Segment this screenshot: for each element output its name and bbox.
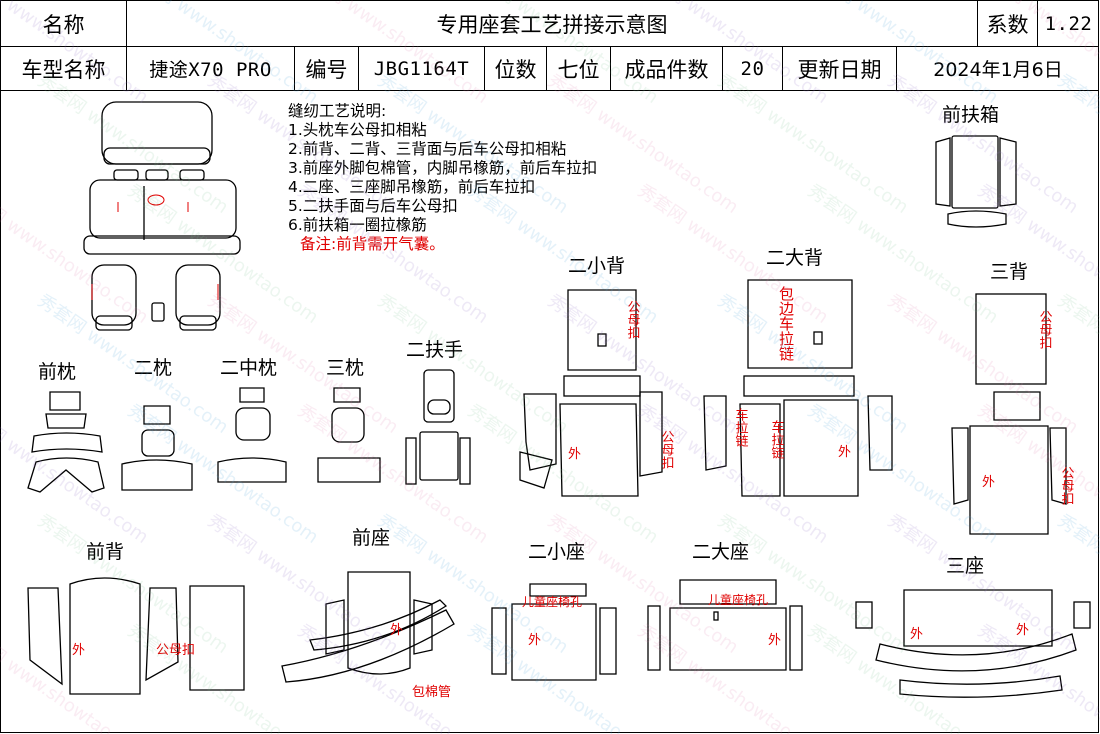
outside-mark: 外 <box>72 643 85 658</box>
code-label: 编号 <box>295 47 359 91</box>
seats-value: 七位 <box>547 47 611 91</box>
second-big-back-pattern <box>703 279 893 497</box>
date-label: 更新日期 <box>783 47 897 91</box>
part-label-second-mid-pillow: 二中枕 <box>220 357 277 379</box>
notes-remark: 备注:前背需开气囊。 <box>300 235 445 253</box>
date-value: 2024年1月6日 <box>897 47 1099 91</box>
part-label-second-big-back: 二大背 <box>766 247 823 269</box>
third-seat-pattern <box>855 589 1091 698</box>
part-label-second-small-back: 二小背 <box>568 255 625 277</box>
second-mid-pillow-pattern <box>217 387 287 483</box>
model-value: 捷途X70 PRO <box>127 47 295 91</box>
snap-mark-vertical: 公母扣 <box>1059 466 1075 505</box>
second-armrest-pattern <box>405 369 471 485</box>
snap-mark: 公母扣 <box>156 643 195 658</box>
part-label-second-pillow: 二枕 <box>134 357 172 379</box>
edge-zip-mark: 包边车拉链 <box>777 286 795 361</box>
outside-mark: 外 <box>568 447 581 462</box>
part-label-third-pillow: 三枕 <box>326 357 364 379</box>
seat-overview-diagram <box>83 101 241 331</box>
note-item: 2.前背、二背、三背面与后车公母扣相粘 <box>288 140 567 158</box>
second-small-back-pattern <box>519 289 663 497</box>
front-back-pattern <box>27 577 245 695</box>
snap-mark-vertical: 公母扣 <box>625 300 641 339</box>
outside-mark: 外 <box>1016 623 1029 638</box>
sewing-notes: 缝纫工艺说明: 1.头枕车公母扣相粘 2.前背、二背、三背面与后车公母扣相粘 3… <box>288 102 597 254</box>
coef-label: 系数 <box>978 1 1038 47</box>
part-label-front-back: 前背 <box>86 541 124 563</box>
part-label-third-back: 三背 <box>990 261 1028 283</box>
front-seat-pattern <box>281 571 455 683</box>
snap-mark-vertical: 公母扣 <box>659 430 675 469</box>
part-label-second-big-seat: 二大座 <box>692 541 749 563</box>
outside-mark: 外 <box>390 623 403 638</box>
pieces-label: 成品件数 <box>611 47 723 91</box>
note-item: 6.前扶箱一圈拉橡筋 <box>288 216 427 234</box>
note-item: 3.前座外脚包棉管，内脚吊橡筋，前后车拉扣 <box>288 159 598 177</box>
child-seat-hole-mark: 儿童座椅孔 <box>522 594 582 609</box>
notes-heading: 缝纫工艺说明: <box>288 102 387 120</box>
seats-label: 位数 <box>485 47 547 91</box>
car-zip-mark: 车拉链 <box>769 419 785 460</box>
part-label-front-box: 前扶箱 <box>942 104 999 126</box>
page-title: 专用座套工艺拼接示意图 <box>127 1 978 47</box>
child-seat-hole-mark: 儿童座椅孔 <box>708 592 768 607</box>
note-item: 5.二扶手面与后车公母扣 <box>288 197 458 215</box>
code-value: JBG1164T <box>359 47 485 91</box>
pieces-value: 20 <box>723 47 783 91</box>
second-big-seat-pattern <box>647 579 803 671</box>
third-pillow-pattern <box>317 387 381 483</box>
model-label: 车型名称 <box>1 47 127 91</box>
snap-mark-vertical: 公母扣 <box>1037 310 1053 349</box>
part-label-front-pillow: 前枕 <box>38 361 76 383</box>
part-label-third-seat: 三座 <box>946 555 984 577</box>
second-pillow-pattern <box>121 405 193 491</box>
outside-mark: 外 <box>982 475 995 490</box>
outside-mark: 外 <box>838 445 851 460</box>
note-item: 1.头枕车公母扣相粘 <box>288 121 427 139</box>
third-back-pattern <box>951 293 1067 535</box>
name-label: 名称 <box>1 1 127 47</box>
front-pillow-pattern <box>27 391 105 493</box>
second-small-seat-pattern <box>491 583 617 681</box>
car-zip-mark: 车拉链 <box>733 407 749 448</box>
overview-red-marks <box>91 194 219 300</box>
note-item: 4.二座、三座脚吊橡筋，前后车拉扣 <box>288 178 536 196</box>
outside-mark: 外 <box>910 627 923 642</box>
front-box-pattern <box>935 135 1017 228</box>
coef-value: 1.22 <box>1038 1 1099 47</box>
outside-mark: 外 <box>528 633 541 648</box>
outside-mark: 外 <box>768 633 781 648</box>
part-label-front-seat: 前座 <box>352 527 390 549</box>
cotton-tube-mark: 包棉管 <box>412 685 451 700</box>
part-label-second-small-seat: 二小座 <box>528 541 585 563</box>
part-label-second-armrest: 二扶手 <box>406 339 463 361</box>
